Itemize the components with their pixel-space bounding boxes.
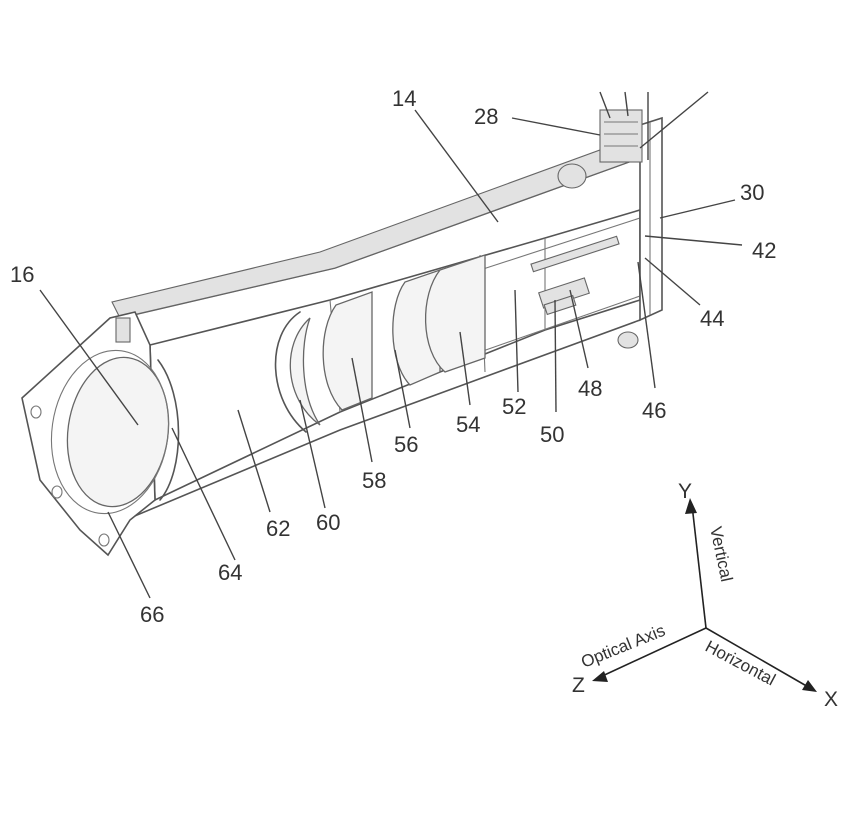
ref-52: 52 (502, 394, 526, 419)
ref-48: 48 (578, 376, 602, 401)
z-axis-label: Optical Axis (578, 621, 667, 672)
x-axis-letter: X (824, 688, 838, 711)
connector-28 (600, 110, 642, 162)
coordinate-axes: Y Vertical Z Optical Axis X Horizontal (572, 480, 838, 711)
ref-50: 50 (540, 422, 564, 447)
flange-post (116, 318, 130, 342)
ref-44: 44 (700, 306, 724, 331)
ref-60: 60 (316, 510, 340, 535)
ref-14: 14 (392, 86, 416, 111)
ref-58: 58 (362, 468, 386, 493)
y-axis-letter: Y (678, 480, 692, 503)
x-axis-arrowhead (802, 680, 817, 692)
ref-28: 28 (474, 104, 498, 129)
mount-screw (618, 332, 638, 348)
ref-46: 46 (642, 398, 666, 423)
adjustment-knob (558, 164, 586, 188)
ref-30: 30 (740, 180, 764, 205)
z-axis-arrowhead (592, 671, 608, 682)
ref-64: 64 (218, 560, 242, 585)
ref-42: 42 (752, 238, 776, 263)
housing-drawing (22, 92, 742, 598)
y-axis-label: Vertical (706, 525, 736, 583)
ref-62: 62 (266, 516, 290, 541)
y-axis-line (692, 505, 706, 628)
ref-54: 54 (456, 412, 480, 437)
ref-16: 16 (10, 262, 34, 287)
rear-plate (640, 118, 662, 320)
ref-66: 66 (140, 602, 164, 627)
ref-56: 56 (394, 432, 418, 457)
z-axis-letter: Z (572, 674, 585, 697)
